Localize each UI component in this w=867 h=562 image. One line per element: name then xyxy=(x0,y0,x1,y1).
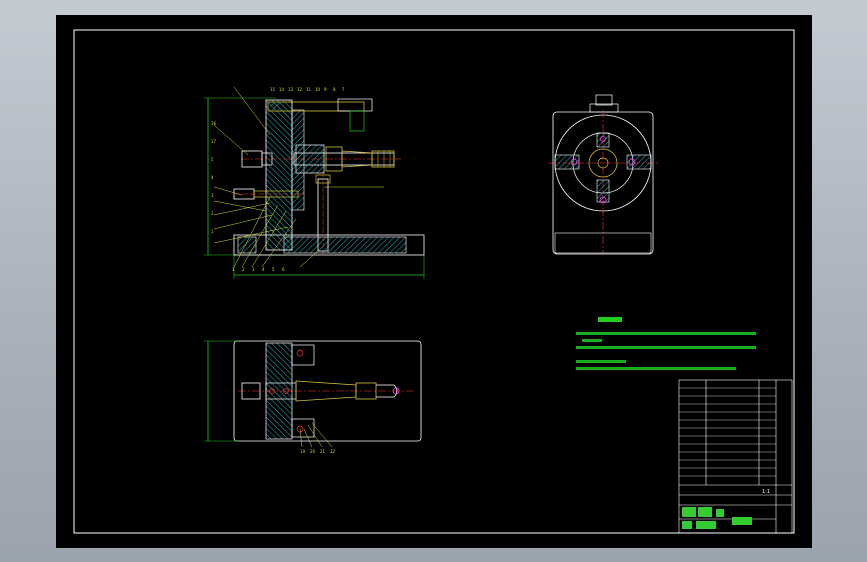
callout-left-1: 1 xyxy=(211,229,214,234)
jaw-left xyxy=(554,154,580,170)
plan-bolt-bottom xyxy=(296,425,304,433)
title-block-scale: 1:1 xyxy=(762,489,770,495)
notes-heading-glyphs xyxy=(598,317,622,322)
plan-base-outline xyxy=(233,340,422,442)
hole-right xyxy=(628,158,636,166)
note-line-4 xyxy=(576,367,736,370)
base-plate xyxy=(233,234,425,256)
plan-clamp-bottom xyxy=(291,418,315,438)
callout-top-8: 8 xyxy=(333,87,336,92)
plan-pin-1 xyxy=(269,388,275,394)
callout-top-7: 7 xyxy=(342,87,345,92)
plan-hook xyxy=(376,384,398,398)
plan-bolt-top xyxy=(296,349,304,357)
callout-plan-19: 19 xyxy=(300,449,306,454)
note-line-3 xyxy=(576,360,626,363)
support-body xyxy=(265,99,293,251)
callout-top-10: 10 xyxy=(315,87,321,92)
callout-top-15: 15 xyxy=(270,87,276,92)
jaw-bottom xyxy=(596,179,610,203)
callout-left-2: 2 xyxy=(211,211,214,216)
top-clamp-bar xyxy=(267,101,365,112)
plan-view xyxy=(204,340,422,448)
callout-top-11: 11 xyxy=(306,87,312,92)
workpiece-end xyxy=(371,150,395,168)
base-plate-section xyxy=(283,236,407,254)
front-view xyxy=(204,86,425,279)
callout-bottom-3: 3 xyxy=(252,267,255,272)
side-top-block xyxy=(589,103,619,113)
callout-bottom-1: 1 xyxy=(232,267,235,272)
title-block xyxy=(678,379,793,534)
callout-plan-21: 21 xyxy=(320,449,326,454)
hole-bottom xyxy=(599,196,607,204)
title-block-green-cells xyxy=(682,507,752,529)
callout-bottom-6: 6 xyxy=(282,267,285,272)
plan-clamp-top xyxy=(291,344,315,366)
hole-top xyxy=(600,136,606,142)
washer-left xyxy=(261,152,273,166)
callout-left-5: 5 xyxy=(211,157,214,162)
sheet-background xyxy=(56,15,812,548)
parts-list-rows xyxy=(679,387,776,477)
plan-pin-2 xyxy=(283,388,289,394)
callout-plan-20: 20 xyxy=(310,449,316,454)
bushing xyxy=(295,144,325,174)
cad-drawing-sheet: 1:1 151413121110987161754321123456192021… xyxy=(56,15,812,548)
side-top-nut xyxy=(595,94,613,106)
callout-left-17: 17 xyxy=(211,139,217,144)
note-line-1b xyxy=(582,339,602,342)
side-view xyxy=(548,94,658,255)
clamp-bar-section xyxy=(270,103,280,110)
plan-arm-end xyxy=(355,382,377,400)
callout-top-12: 12 xyxy=(297,87,303,92)
lower-bolt-shank xyxy=(253,190,299,198)
callout-top-13: 13 xyxy=(288,87,294,92)
callout-plan-22: 22 xyxy=(330,449,336,454)
side-base xyxy=(554,232,652,254)
plan-hex-nut xyxy=(241,382,261,400)
note-line-1 xyxy=(576,332,756,335)
top-clamp-dim-box xyxy=(349,110,365,132)
callout-top-9: 9 xyxy=(324,87,327,92)
plan-hook-hole xyxy=(392,387,400,395)
callout-bottom-2: 2 xyxy=(242,267,245,272)
callout-left-4: 4 xyxy=(211,175,214,180)
callout-top-14: 14 xyxy=(279,87,285,92)
jaw-right xyxy=(626,154,652,170)
hole-left xyxy=(570,158,578,166)
front-view-leaders xyxy=(213,86,384,268)
callout-bottom-4: 4 xyxy=(262,267,265,272)
sheet-border xyxy=(73,29,795,534)
callout-bottom-5: 5 xyxy=(272,267,275,272)
title-block-frame xyxy=(678,379,793,534)
plan-view-leaders xyxy=(299,422,333,448)
base-left-block xyxy=(237,236,257,254)
note-line-2 xyxy=(576,346,756,349)
technical-notes xyxy=(576,317,756,370)
jaw-top xyxy=(596,132,610,148)
callout-left-3: 3 xyxy=(211,193,214,198)
callout-left-16: 16 xyxy=(211,121,217,126)
